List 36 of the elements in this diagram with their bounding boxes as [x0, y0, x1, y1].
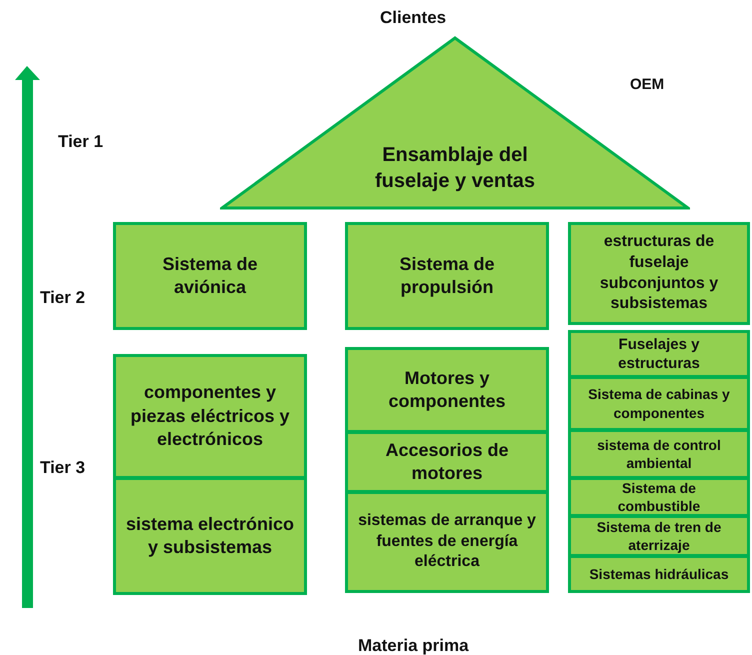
box-label: Sistema de cabinas y componentes [587, 385, 731, 422]
box-label: sistema electrónico y subsistemas [124, 512, 296, 559]
box-label: componentes y piezas eléctricos y electrónicos [129, 381, 291, 452]
box [568, 429, 750, 479]
box [568, 222, 750, 325]
box-label: Sistema de tren de aterrizaje [596, 518, 722, 554]
box-label: sistemas de arranque y fuentes de energía eléctrica [357, 510, 537, 572]
box-label: sistema de control ambiental [596, 436, 722, 472]
box [568, 555, 750, 593]
level-label: Clientes [380, 8, 446, 28]
box-label: Sistemas hidráulicas [589, 564, 729, 584]
box-label: Accesorios de motores [384, 438, 510, 485]
box [345, 491, 549, 593]
box [568, 515, 750, 557]
box [345, 347, 549, 433]
box-label: Sistema de propulsión [398, 252, 496, 299]
box-label: estructuras de fuselaje subconjuntos y subsistemas [598, 232, 720, 314]
tier-label: Tier 3 [40, 458, 86, 478]
box-label: Ensamblaje del fuselaje y ventas [374, 143, 536, 194]
box [568, 330, 750, 378]
box-label: Fuselajes y estructuras [617, 334, 701, 374]
triangle-shape [220, 36, 690, 210]
tier-label: Tier 2 [40, 288, 86, 308]
box [345, 222, 549, 330]
box [113, 222, 307, 330]
box-label: Motores y componentes [387, 366, 507, 413]
level-label: Materia prima [358, 636, 469, 655]
box [345, 431, 549, 493]
box-label: Sistema de aviónica [161, 252, 259, 299]
box [113, 354, 307, 479]
tier-label: Tier 1 [58, 132, 104, 152]
box [113, 477, 307, 595]
tier-label: OEM [630, 76, 664, 93]
box [568, 477, 750, 517]
box-label: Sistema de combustible [616, 478, 702, 516]
box [568, 376, 750, 431]
